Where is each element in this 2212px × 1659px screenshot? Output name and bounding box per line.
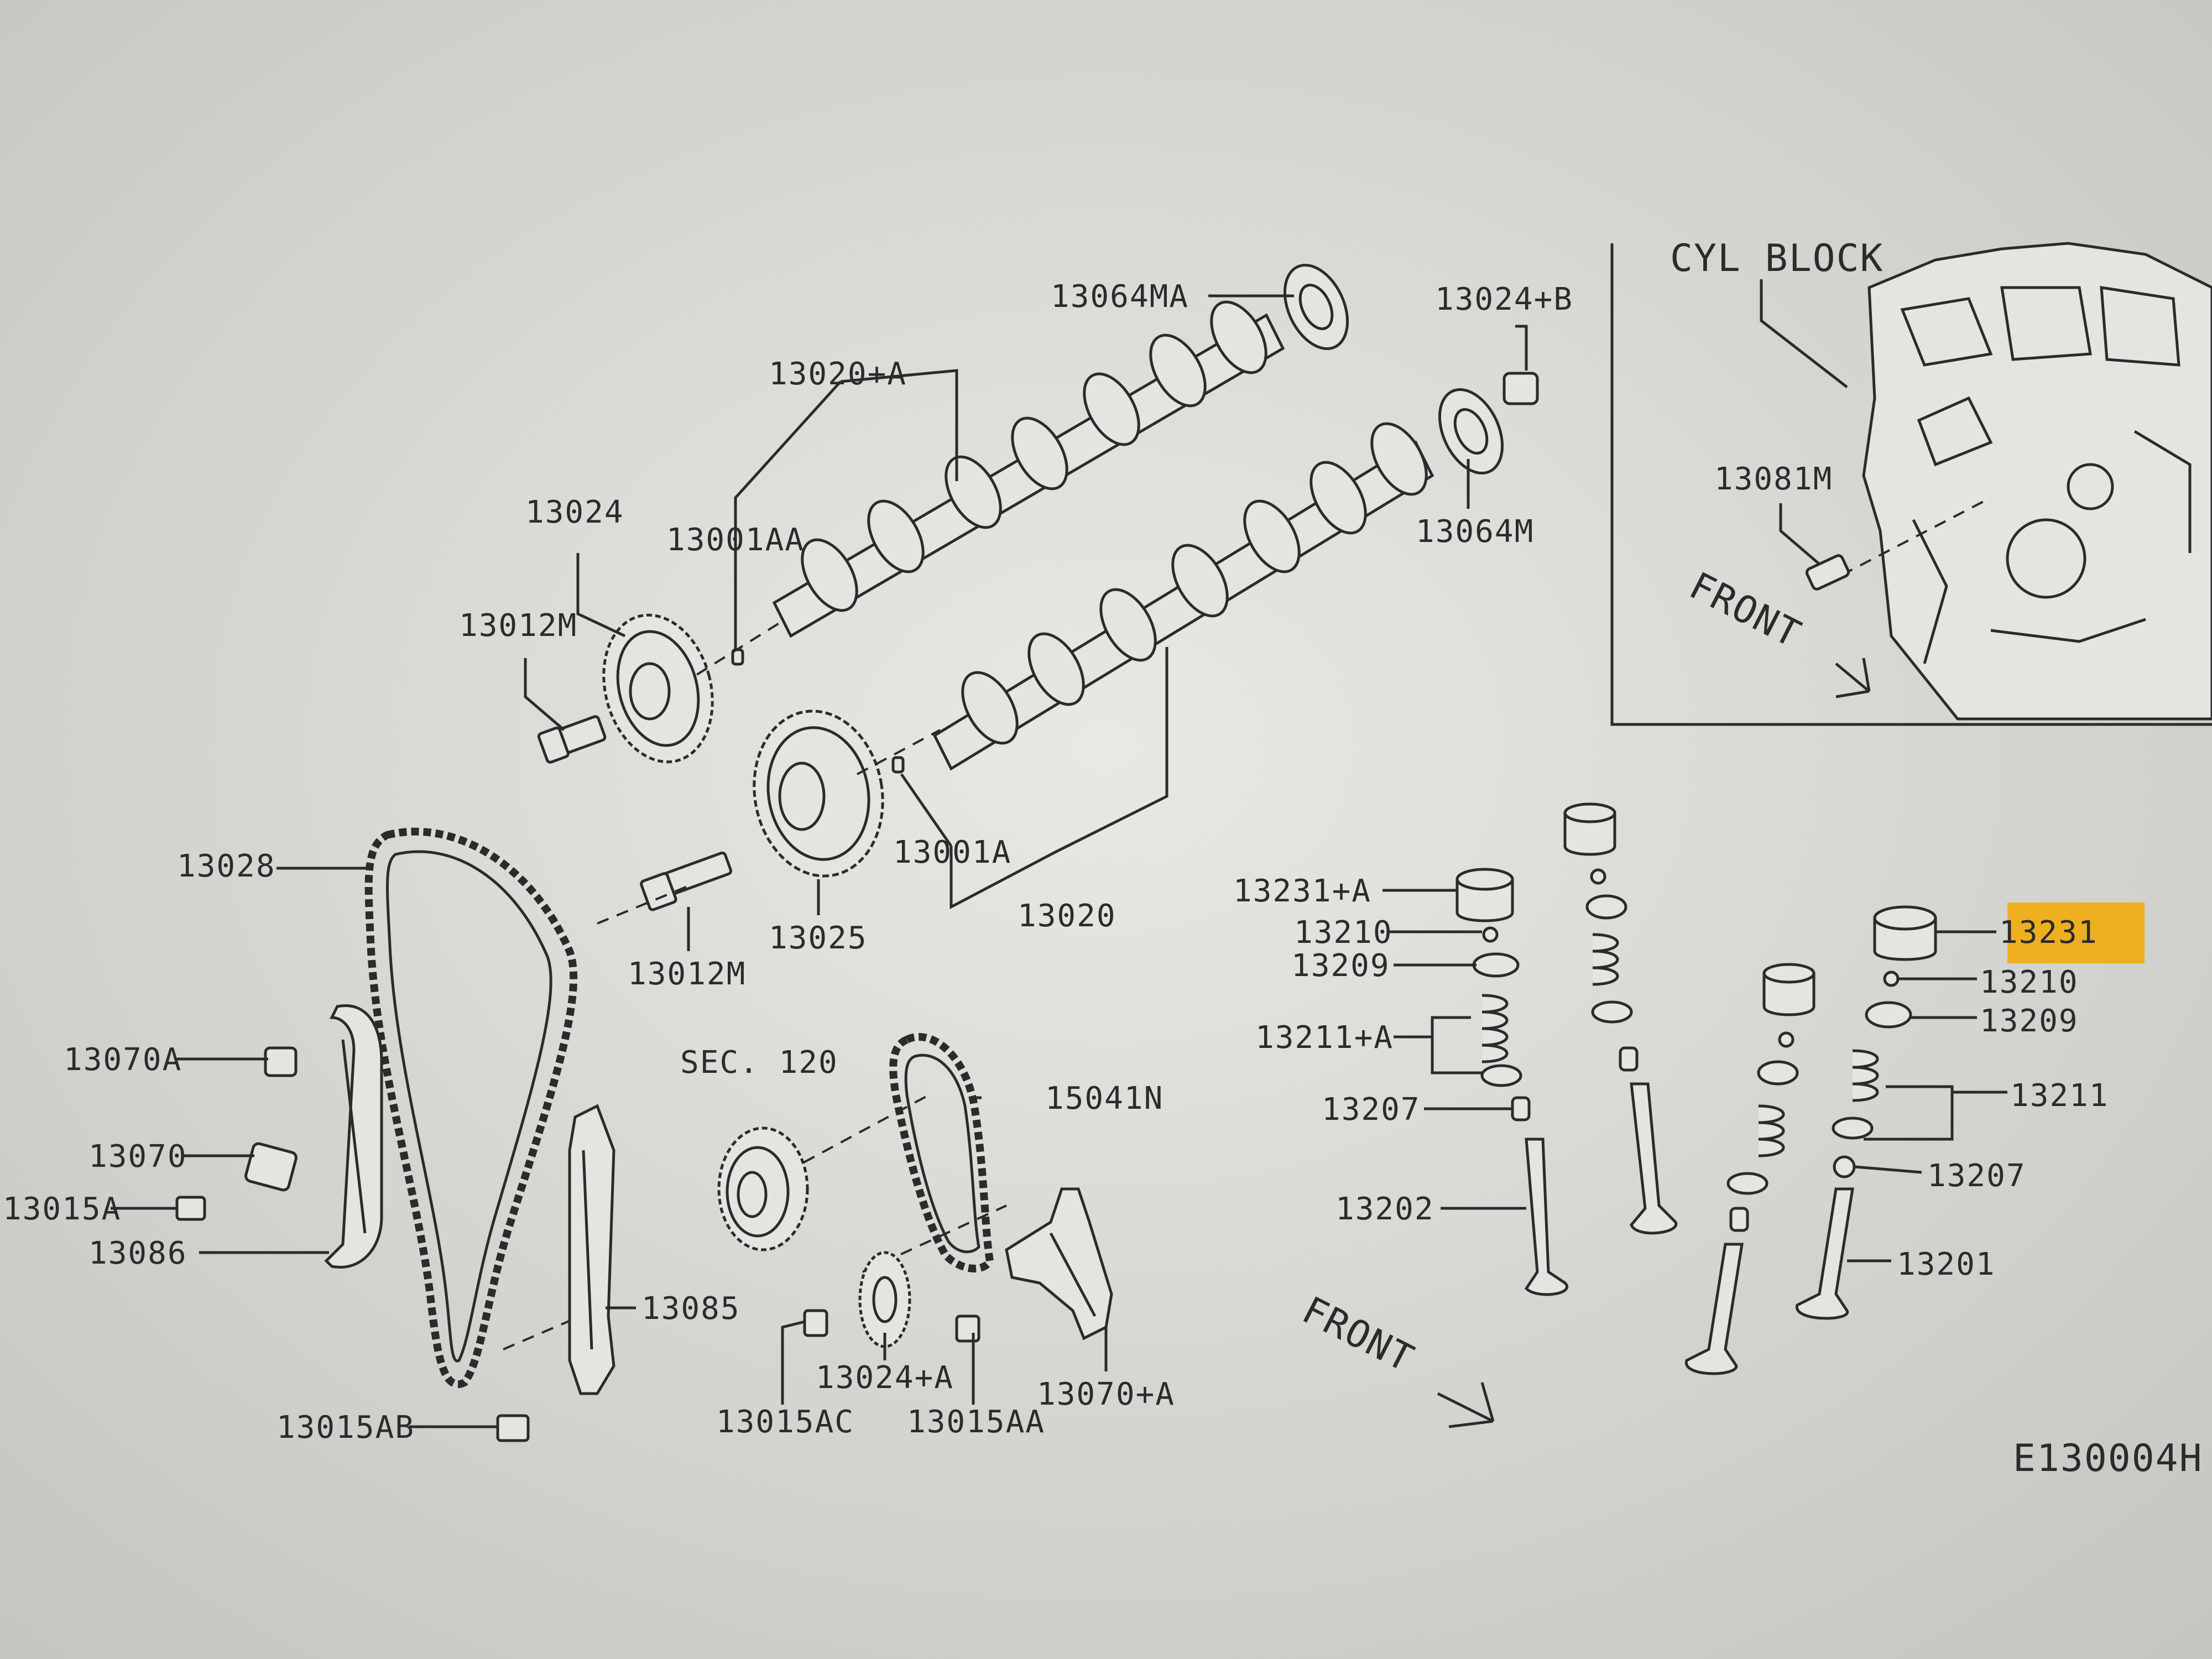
label-13209-right: 13209 [1980, 1003, 2079, 1039]
label-13209-left: 13209 [1291, 948, 1390, 984]
label-15041N: 15041N [1045, 1081, 1164, 1117]
label-13064MA: 13064MA [1051, 279, 1189, 315]
valve-group-right-middle [1685, 963, 1815, 1375]
chain-guide-13086 [324, 1004, 383, 1269]
label-13015AA: 13015AA [907, 1404, 1045, 1440]
bolt-13015AC [803, 1309, 828, 1337]
bolt-13012M-lower [640, 851, 733, 911]
label-13020: 13020 [1018, 898, 1117, 934]
upper-camshaft [772, 300, 1285, 638]
label-13081M: 13081M [1714, 461, 1833, 497]
lower-camshaft [932, 422, 1434, 771]
inset-front-arrow-icon [1835, 658, 1871, 698]
vvt-gear-13025 [753, 709, 884, 878]
label-13020A: 13020+A [769, 356, 907, 392]
label-13231: 13231 [1999, 915, 2098, 951]
tensioner-13070A [264, 1046, 298, 1077]
label-13210-right: 13210 [1980, 964, 2079, 1000]
valve-group-left [1455, 868, 1568, 1296]
crank-sprocket-sec120 [717, 1126, 809, 1251]
label-13231A: 13231+A [1233, 873, 1371, 909]
label-13086: 13086 [88, 1235, 187, 1271]
label-13070A: 13070A [64, 1042, 182, 1078]
label-sec120: SEC. 120 [680, 1045, 838, 1081]
label-13024A: 13024+A [816, 1360, 954, 1396]
label-13207-right: 13207 [1927, 1158, 2026, 1194]
label-13202: 13202 [1335, 1191, 1434, 1227]
highlight-13231 [2007, 902, 2145, 963]
leader-lines [111, 294, 2007, 1428]
oil-pump-sprocket-13024A [858, 1251, 911, 1348]
dowel-pin-13081M [1805, 554, 1850, 591]
cam-gear-13024 [602, 613, 714, 764]
label-13015A: 13015A [3, 1191, 121, 1227]
label-13085: 13085 [641, 1291, 740, 1327]
label-13001A: 13001A [893, 834, 1011, 870]
cyl-bore [2006, 518, 2086, 599]
bolt-13015A [175, 1196, 206, 1221]
label-13211A: 13211+A [1255, 1020, 1394, 1056]
label-13028: 13028 [177, 848, 276, 884]
front-arrow-icon [1437, 1382, 1495, 1428]
label-13024B: 13024+B [1435, 281, 1573, 317]
label-13012M-lower: 13012M [628, 956, 746, 992]
plug-13024B [1503, 325, 1539, 405]
part-labels: 13064MA 13024+B 13020+A 13024 13001AA 13… [3, 279, 2203, 1480]
diagram-code: E130004H [2013, 1437, 2203, 1480]
label-13015AB: 13015AB [276, 1410, 415, 1446]
timing-chain-13028 [364, 827, 578, 1388]
sprocket-13064M [1438, 388, 1504, 475]
label-13210-left: 13210 [1294, 915, 1393, 951]
bolt-13015AA [955, 1314, 980, 1343]
bolt-13012M-upper [537, 715, 607, 764]
label-13024: 13024 [525, 494, 624, 530]
label-13064M: 13064M [1416, 514, 1534, 550]
label-13015AC: 13015AC [716, 1404, 854, 1440]
label-13207-left: 13207 [1322, 1092, 1421, 1128]
tensioner-13070 [244, 1142, 298, 1192]
chain-guide-13085 [568, 1104, 615, 1395]
sprocket-13064MA [1283, 263, 1349, 351]
bolt-13015AB [496, 1414, 530, 1442]
oil-pump-chain-15041N [889, 1033, 994, 1272]
label-13070plusA: 13070+A [1037, 1376, 1175, 1412]
label-13070: 13070 [88, 1139, 187, 1175]
label-13012M-upper: 13012M [459, 608, 577, 644]
tensioner-13070plusA [1005, 1187, 1113, 1340]
label-13025: 13025 [769, 920, 868, 956]
valve-group-middle [1563, 802, 1678, 1235]
valve-group-right [1796, 905, 1937, 1320]
pin-13001A [891, 756, 905, 774]
inset-title: CYL BLOCK [1670, 237, 1884, 280]
label-13201: 13201 [1897, 1246, 1996, 1282]
cyl-block-outline [1862, 242, 2212, 721]
label-13001AA: 13001AA [666, 522, 805, 558]
label-13211: 13211 [2010, 1078, 2109, 1114]
